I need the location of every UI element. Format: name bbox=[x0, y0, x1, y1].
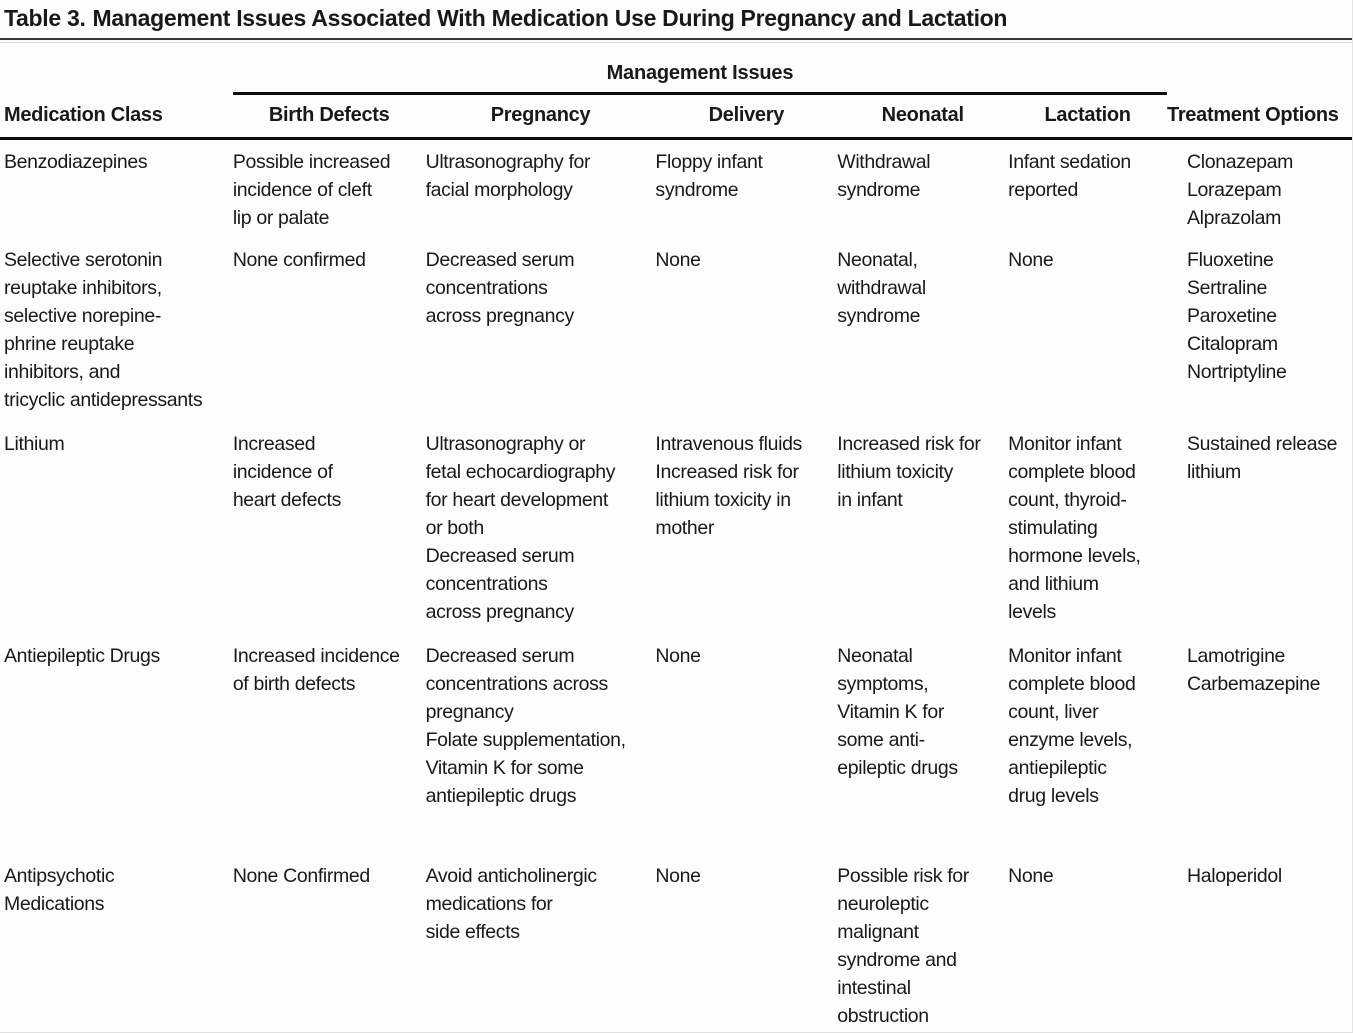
cell-delivery: Floppy infant syndrome bbox=[655, 150, 763, 201]
cell-birth-defects: Increased incidence of heart defects bbox=[232, 432, 342, 511]
cell-neonatal: Possible risk for neuroleptic malignant … bbox=[837, 864, 969, 1027]
cell-lactation: Monitor infant complete blood count, liv… bbox=[1008, 644, 1136, 807]
cell-pregnancy: Decreased serum concentrations across pr… bbox=[425, 248, 575, 327]
cell-neonatal: Withdrawal syndrome bbox=[837, 150, 931, 201]
cell-medication-class: Antipsychotic Medications bbox=[4, 864, 115, 915]
cell-lactation: None bbox=[1008, 248, 1054, 271]
cell-treatment-options: Haloperidol bbox=[1187, 864, 1282, 887]
cell-treatment-options: Fluoxetine Sertraline Paroxetine Citalop… bbox=[1187, 248, 1287, 383]
cell-delivery: None bbox=[655, 864, 701, 887]
cell-birth-defects: Increased incidence of birth defects bbox=[232, 644, 400, 695]
cell-pregnancy: Ultrasonography for facial morphology bbox=[425, 150, 591, 201]
table-number-label: Table 3. bbox=[4, 5, 86, 31]
table-title-text: Management Issues Associated With Medica… bbox=[92, 5, 1008, 31]
cell-birth-defects: None confirmed bbox=[232, 248, 366, 271]
cell-medication-class: Antiepileptic Drugs bbox=[4, 644, 160, 667]
cell-treatment-options: Clonazepam Lorazepam Alprazolam bbox=[1187, 150, 1293, 229]
cell-neonatal: Increased risk for lithium toxicity in i… bbox=[837, 432, 981, 511]
spanner-spacer-right bbox=[1167, 43, 1352, 93]
cell-delivery: None bbox=[655, 248, 701, 271]
cell-treatment-options: Lamotrigine Carbemazepine bbox=[1187, 644, 1321, 695]
column-header-medication-class: Medication Class bbox=[0, 93, 233, 140]
cell-medication-class: Benzodiazepines bbox=[4, 150, 148, 173]
cell-neonatal: Neonatal symptoms, Vitamin K for some an… bbox=[837, 644, 958, 779]
column-header-lactation: Lactation bbox=[1008, 93, 1168, 140]
column-header-pregnancy: Pregnancy bbox=[425, 93, 656, 140]
management-issues-spanner: Management Issues bbox=[232, 43, 1168, 95]
table-row-lithium: Lithium Increased incidence of heart def… bbox=[0, 414, 1352, 626]
table-title: Table 3.Management Issues Associated Wit… bbox=[0, 0, 1352, 40]
cell-pregnancy: Avoid anticholinergic medications for si… bbox=[425, 864, 598, 943]
cell-lactation: Infant sedation reported bbox=[1008, 150, 1131, 201]
cell-medication-class: Lithium bbox=[4, 432, 65, 455]
table-row-antipsychotic-medications: Antipsychotic Medications None Confirmed… bbox=[0, 810, 1352, 1030]
cell-pregnancy: Ultrasonography or fetal echocardiograph… bbox=[425, 432, 616, 623]
cell-treatment-options: Sustained release lithium bbox=[1187, 432, 1338, 483]
cell-delivery: None bbox=[655, 644, 701, 667]
cell-neonatal: Neonatal, withdrawal syndrome bbox=[837, 248, 926, 327]
spanner-header-row: Management Issues bbox=[0, 43, 1352, 95]
title-hairline bbox=[0, 40, 1352, 43]
cell-lactation: Monitor infant complete blood count, thy… bbox=[1008, 432, 1141, 623]
table-row-ssri-snri-tca: Selective serotonin reuptake inhibitors,… bbox=[0, 232, 1352, 414]
column-header-birth-defects: Birth Defects bbox=[232, 93, 426, 140]
column-header-row: Medication Class Birth Defects Pregnancy… bbox=[0, 93, 1352, 140]
table-row-benzodiazepines: Benzodiazepines Possible increased incid… bbox=[0, 138, 1352, 232]
column-header-treatment-options: Treatment Options bbox=[1167, 93, 1352, 140]
column-header-neonatal: Neonatal bbox=[837, 93, 1009, 140]
cell-delivery: Intravenous fluids Increased risk for li… bbox=[655, 432, 802, 539]
spanner-spacer-left bbox=[0, 43, 233, 93]
cell-birth-defects: Possible increased incidence of cleft li… bbox=[232, 150, 391, 229]
table-row-antiepileptic-drugs: Antiepileptic Drugs Increased incidence … bbox=[0, 626, 1352, 810]
management-issues-table: Management Issues Medication Class Birth… bbox=[0, 43, 1352, 1030]
cell-birth-defects: None Confirmed bbox=[232, 864, 370, 887]
column-header-delivery: Delivery bbox=[655, 93, 838, 140]
cell-lactation: None bbox=[1008, 864, 1054, 887]
cell-medication-class: Selective serotonin reuptake inhibitors,… bbox=[4, 248, 203, 411]
cell-pregnancy: Decreased serum concentrations across pr… bbox=[425, 644, 626, 807]
